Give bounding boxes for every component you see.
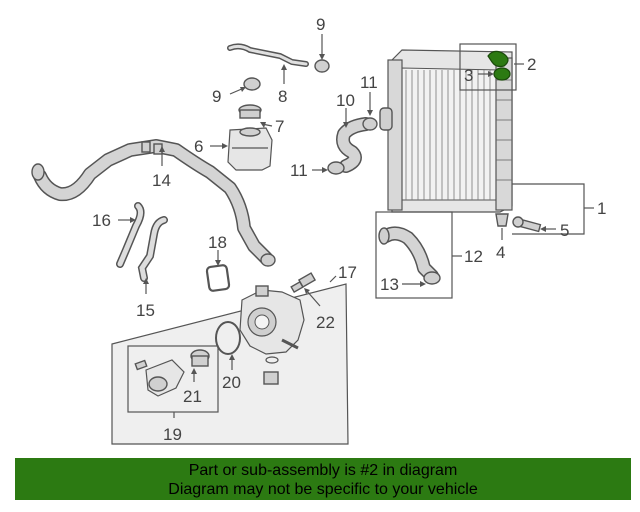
bolt-part-5[interactable] (512, 216, 542, 233)
hose-part-12[interactable] (378, 226, 439, 283)
pipe-part-8[interactable] (227, 43, 309, 67)
callout-12: 12 (464, 247, 483, 266)
callout-6: 6 (194, 137, 203, 156)
clamp-part-13[interactable] (423, 271, 441, 285)
clamp-part-11-bottom[interactable] (327, 161, 345, 175)
highlight-box (459, 43, 517, 91)
banner-line-1: Part or sub-assembly is #2 in diagram (188, 462, 458, 479)
info-banner: Part or sub-assembly is #2 in diagram Di… (15, 458, 631, 500)
hose-part-10[interactable] (336, 117, 373, 173)
cap-part-7[interactable] (238, 104, 262, 119)
hose-part-14[interactable] (31, 139, 276, 267)
callout-16: 16 (92, 211, 111, 230)
callout-4: 4 (496, 243, 505, 262)
cap-part-2[interactable] (487, 50, 511, 81)
hose-part-16[interactable] (116, 202, 145, 268)
callout-21: 21 (183, 387, 202, 406)
banner-line-2: Diagram may not be specific to your vehi… (168, 481, 478, 498)
callout-5: 5 (560, 221, 569, 240)
callout-2: 2 (527, 55, 536, 74)
outlet-part-19[interactable] (134, 359, 185, 397)
clamp-part-11-top[interactable] (362, 117, 378, 131)
clamp-part-9-left[interactable] (243, 77, 261, 91)
o-ring-part-20[interactable] (215, 321, 241, 355)
thermostat-housing[interactable] (239, 285, 305, 385)
callout-10: 10 (336, 91, 355, 110)
callout-15: 15 (136, 301, 155, 320)
hose-part-15[interactable] (137, 216, 168, 282)
callout-19: 19 (163, 425, 182, 444)
callout-14: 14 (152, 171, 171, 190)
thermostat-part-21[interactable] (190, 349, 210, 367)
callout-1: 1 (597, 199, 606, 218)
drain-plug-part-4[interactable] (495, 213, 509, 240)
sub-box-19 (127, 345, 219, 413)
parts-diagram: 2 3 1 4 5 12 13 9 8 (31, 15, 606, 445)
callout-9-top: 9 (316, 15, 325, 34)
callout-11-top: 11 (360, 73, 378, 92)
sensor-part-22[interactable] (290, 272, 317, 294)
callout-11-bottom: 11 (290, 161, 308, 180)
seal-part-3[interactable] (493, 67, 511, 81)
callout-8: 8 (278, 87, 287, 106)
callout-20: 20 (222, 373, 241, 392)
hose-box-12 (375, 211, 453, 299)
callout-22: 22 (316, 313, 335, 332)
callout-3: 3 (464, 66, 473, 85)
callout-18: 18 (208, 233, 227, 252)
callout-7: 7 (275, 117, 284, 136)
callout-9-left: 9 (212, 87, 221, 106)
clamp-part-9-top[interactable] (314, 59, 330, 73)
gasket-part-18[interactable] (205, 264, 231, 292)
reservoir-part-6[interactable] (227, 127, 273, 171)
callout-17: 17 (338, 263, 357, 282)
callout-13: 13 (380, 275, 399, 294)
